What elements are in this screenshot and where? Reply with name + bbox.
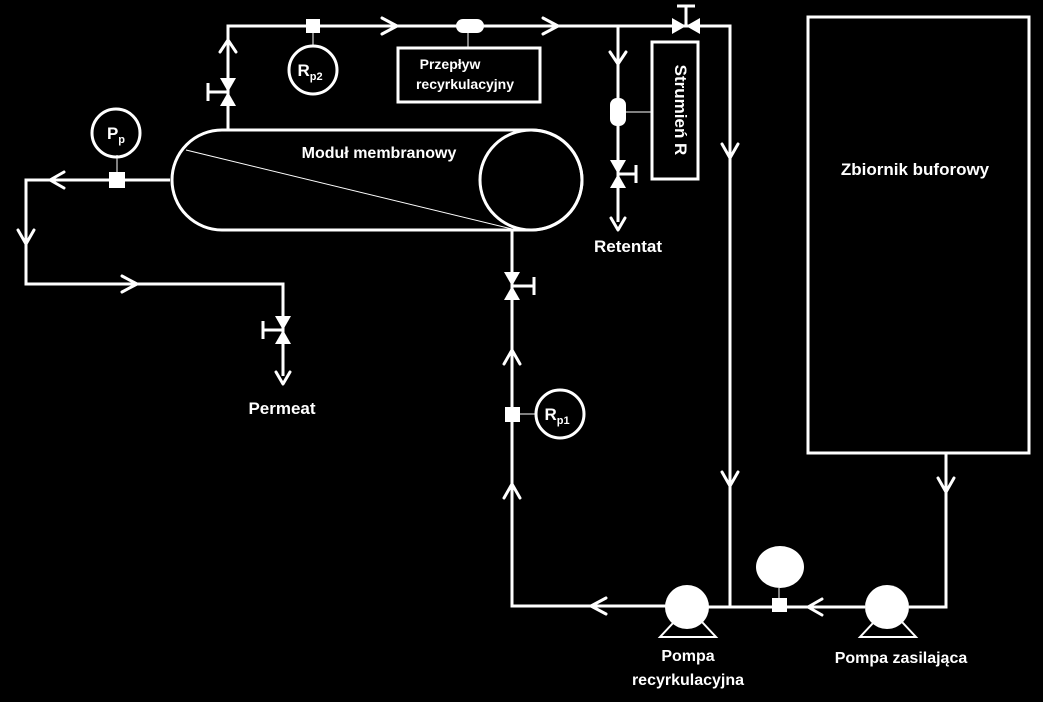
outlet-arrow-down xyxy=(609,216,627,232)
valve-module-outlet xyxy=(504,272,536,300)
svg-text:Rp1: Rp1 xyxy=(544,405,569,427)
stream-r-capsule xyxy=(610,98,626,126)
stream-r-box xyxy=(650,40,700,181)
valve-permeate xyxy=(261,316,291,344)
flow-arrow-down xyxy=(936,476,956,494)
outlet-arrow-down xyxy=(274,370,292,386)
flow-arrow-down xyxy=(16,228,36,246)
flow-meter-label-1: Przepływ xyxy=(420,56,481,72)
valve-top-left xyxy=(206,78,236,106)
valve-retentate xyxy=(610,160,638,188)
svg-text:Rp2: Rp2 xyxy=(297,61,322,83)
gauge-pp: Pp xyxy=(90,107,142,159)
flow-arrow-up xyxy=(218,38,238,54)
flow-arrow-down xyxy=(608,50,628,66)
permeate-label: Permeat xyxy=(248,399,315,418)
flow-arrow-up xyxy=(502,482,522,500)
buffer-tank xyxy=(806,15,1031,455)
stream-r-label: Strumień R xyxy=(671,65,690,156)
sensor-rp1 xyxy=(505,407,520,422)
flow-meter-box xyxy=(396,46,542,104)
sensor-pump xyxy=(772,598,787,612)
module-label: Moduł membranowy xyxy=(302,145,457,162)
flow-arrow-right xyxy=(541,16,560,36)
flow-arrows xyxy=(16,16,956,617)
flow-meter-label-2: recyrkulacyjny xyxy=(416,76,514,92)
sensor-rp2 xyxy=(306,19,320,33)
gauge-rp2: Rp2 xyxy=(287,44,339,96)
flow-arrow-up xyxy=(502,348,522,366)
flow-arrow-left xyxy=(589,596,608,616)
flow-meter-capsule xyxy=(456,19,484,33)
pump-recirculation xyxy=(657,585,719,638)
buffer-tank-label: Zbiornik buforowy xyxy=(841,160,990,179)
flow-arrow-right xyxy=(380,16,399,36)
gauge-rp1: Rp1 xyxy=(534,388,586,440)
flow-arrow-down xyxy=(720,470,740,488)
retentate-label: Retentat xyxy=(594,237,662,256)
valve-top-right xyxy=(672,4,700,34)
pressure-vessel xyxy=(756,546,804,588)
pump-recirc-label-2: recyrkulacyjna xyxy=(632,672,744,689)
sensor-pp xyxy=(109,172,125,188)
flow-arrow-right xyxy=(120,274,139,294)
pump-feed xyxy=(857,585,919,638)
flow-arrow-left xyxy=(806,597,824,617)
svg-text:Pp: Pp xyxy=(107,124,125,146)
membrane-module xyxy=(170,128,584,232)
flow-arrow-left xyxy=(48,170,66,190)
flow-arrow-down xyxy=(720,142,740,160)
pump-recirc-label-1: Pompa xyxy=(661,648,714,665)
pump-feed-label: Pompa zasilająca xyxy=(835,650,968,667)
